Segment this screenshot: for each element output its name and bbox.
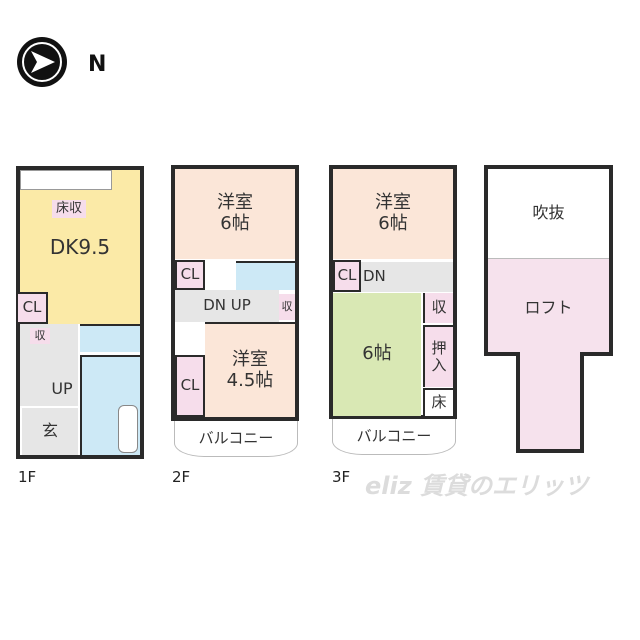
2f-closet-1: CL: [175, 260, 205, 290]
1f-up-label: UP: [51, 378, 73, 398]
kitchen-counter: [20, 170, 112, 190]
void-label: 吹抜: [488, 169, 609, 259]
2f-storage: 収: [279, 294, 295, 320]
2f-hall: DN UP: [175, 290, 279, 322]
loft-label: ロフト: [524, 297, 573, 317]
floor-label-3f: 3F: [332, 468, 351, 486]
compass: [17, 37, 67, 87]
3f-western-room-6: 洋室 6帖: [333, 169, 453, 259]
3f-balcony: バルコニー: [332, 419, 456, 455]
3f-storage: 収: [423, 293, 453, 323]
compass-north-arrow-icon: [22, 42, 62, 82]
2f-western-room-6: 洋室 6帖: [175, 169, 295, 259]
floor-label-2f: 2F: [172, 468, 191, 486]
2f-closet-2: CL: [175, 355, 205, 417]
1f-storage: 収: [30, 328, 50, 344]
2f-balcony: バルコニー: [174, 421, 298, 457]
watermark: eliz 賃貸のエリッツ: [365, 472, 589, 500]
bathtub: [118, 405, 138, 453]
3f-oshiire: 押 入: [423, 325, 453, 387]
3f-stairs-dn: DN: [361, 262, 453, 292]
floor-storage-label: 床収: [52, 200, 86, 218]
3f-closet: CL: [333, 260, 361, 292]
north-label: N: [88, 52, 107, 77]
3f-tokonoma: 床: [423, 388, 453, 416]
2f-western-room-4-5: 洋室 4.5帖: [205, 322, 295, 417]
loft-lower: [516, 352, 584, 453]
entrance: 玄: [22, 408, 78, 455]
dk-label: DK9.5: [49, 234, 111, 259]
1f-closet: CL: [16, 292, 48, 324]
1f-toilet: [80, 324, 140, 352]
2f-toilet: [236, 261, 295, 290]
3f-tatami-room: 6帖: [333, 293, 421, 416]
floor-label-1f: 1F: [18, 468, 37, 486]
